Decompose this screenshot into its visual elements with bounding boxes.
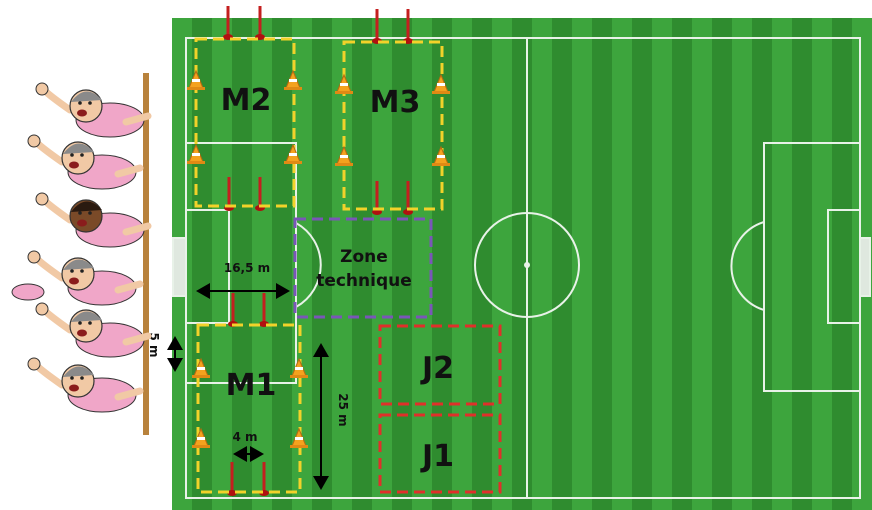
hat-icon — [12, 284, 44, 300]
player-icon — [36, 193, 148, 247]
supporters-group — [12, 83, 148, 412]
pitch-stripe — [772, 18, 792, 510]
zone-m2-label: M2 — [221, 83, 272, 118]
player-icon — [28, 135, 140, 189]
player-icon — [36, 303, 148, 357]
player-icon — [28, 251, 140, 305]
pitch-stripe — [532, 18, 552, 510]
pitch-stripe — [492, 18, 512, 510]
zone-j2-label: J2 — [420, 351, 454, 386]
zone-j1-label: J1 — [420, 439, 454, 474]
zone-m1-label: M1 — [226, 368, 277, 403]
pitch-stripe — [732, 18, 752, 510]
pitch-stripe — [572, 18, 592, 510]
dimension-4-label: 4 m — [232, 430, 257, 444]
dimension-16-5-label: 16,5 m — [224, 261, 270, 275]
player-icon — [28, 358, 140, 412]
pitch-stripe — [652, 18, 672, 510]
player-icon — [36, 83, 148, 137]
pitch-stripe — [612, 18, 632, 510]
zone-m3-label: M3 — [370, 85, 421, 120]
zone-technique-label-line2: technique — [316, 271, 412, 291]
right-goal — [860, 238, 870, 296]
dimension-25-label: 25 m — [336, 393, 350, 426]
pitch-surface — [172, 18, 872, 510]
bench-icon — [143, 73, 149, 435]
pitch-stripe — [692, 18, 712, 510]
zone-technique-label-line1: Zone — [340, 247, 388, 267]
center-spot — [524, 262, 530, 268]
left-goal — [173, 238, 186, 296]
pitch-stripe — [452, 18, 472, 510]
